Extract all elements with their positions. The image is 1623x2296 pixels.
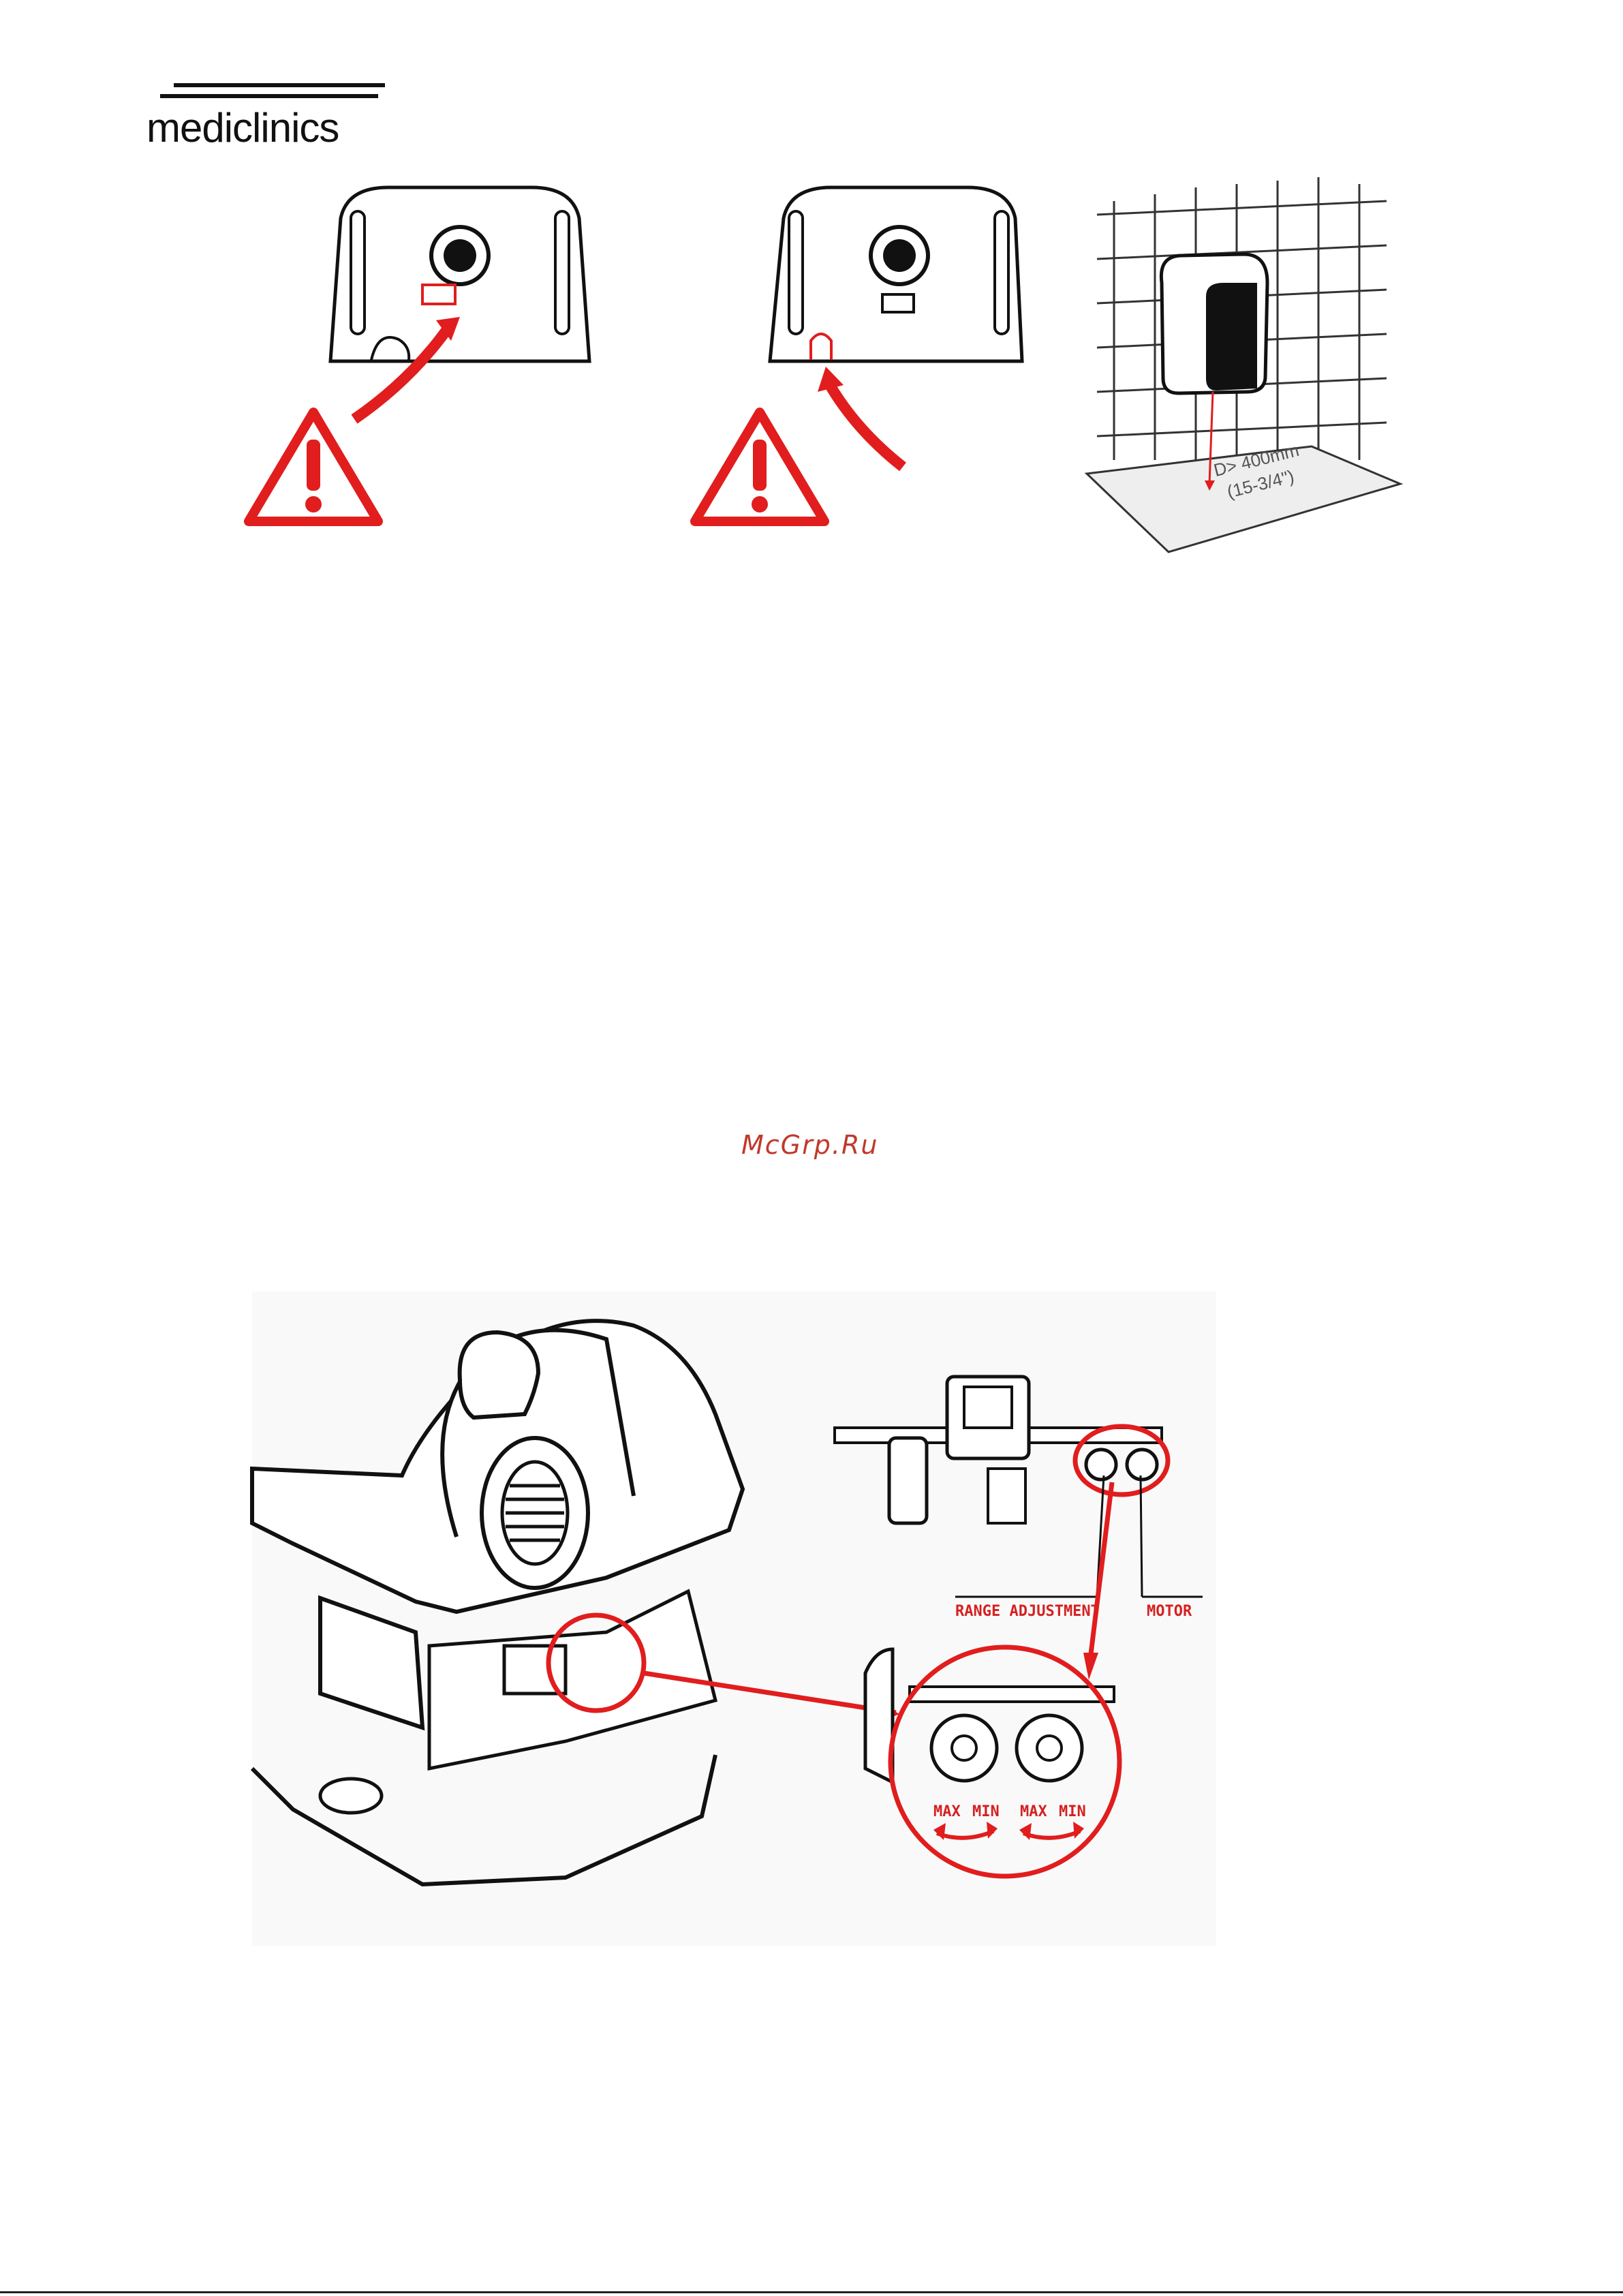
pot-labels: MAX MIN MAX MIN — [252, 1291, 1216, 1946]
logo-text: mediclinics — [146, 104, 339, 151]
watermark-text: McGrp.Ru — [741, 1130, 878, 1160]
pot1-max-label: MAX — [933, 1803, 961, 1820]
brand-logo: mediclinics — [146, 78, 392, 153]
pot1-min-label: MIN — [972, 1803, 1000, 1820]
warning-icon — [681, 177, 1063, 532]
warning-icon — [232, 177, 627, 532]
figure-wall-mount-distance: D> 400mm (15-3/4") — [1087, 174, 1407, 566]
footer-rule — [0, 2291, 1623, 2293]
figure-dryer-back-label — [232, 177, 627, 532]
figure-pcb-adjustment: RANGE ADJUSTMENT MOTOR MAX MIN MAX MIN — [252, 1291, 1216, 1946]
pot2-max-label: MAX — [1020, 1803, 1047, 1820]
pot2-min-label: MIN — [1059, 1803, 1086, 1820]
wall-grid-drawing — [1087, 174, 1407, 566]
figure-dryer-back-hook — [681, 177, 1063, 532]
